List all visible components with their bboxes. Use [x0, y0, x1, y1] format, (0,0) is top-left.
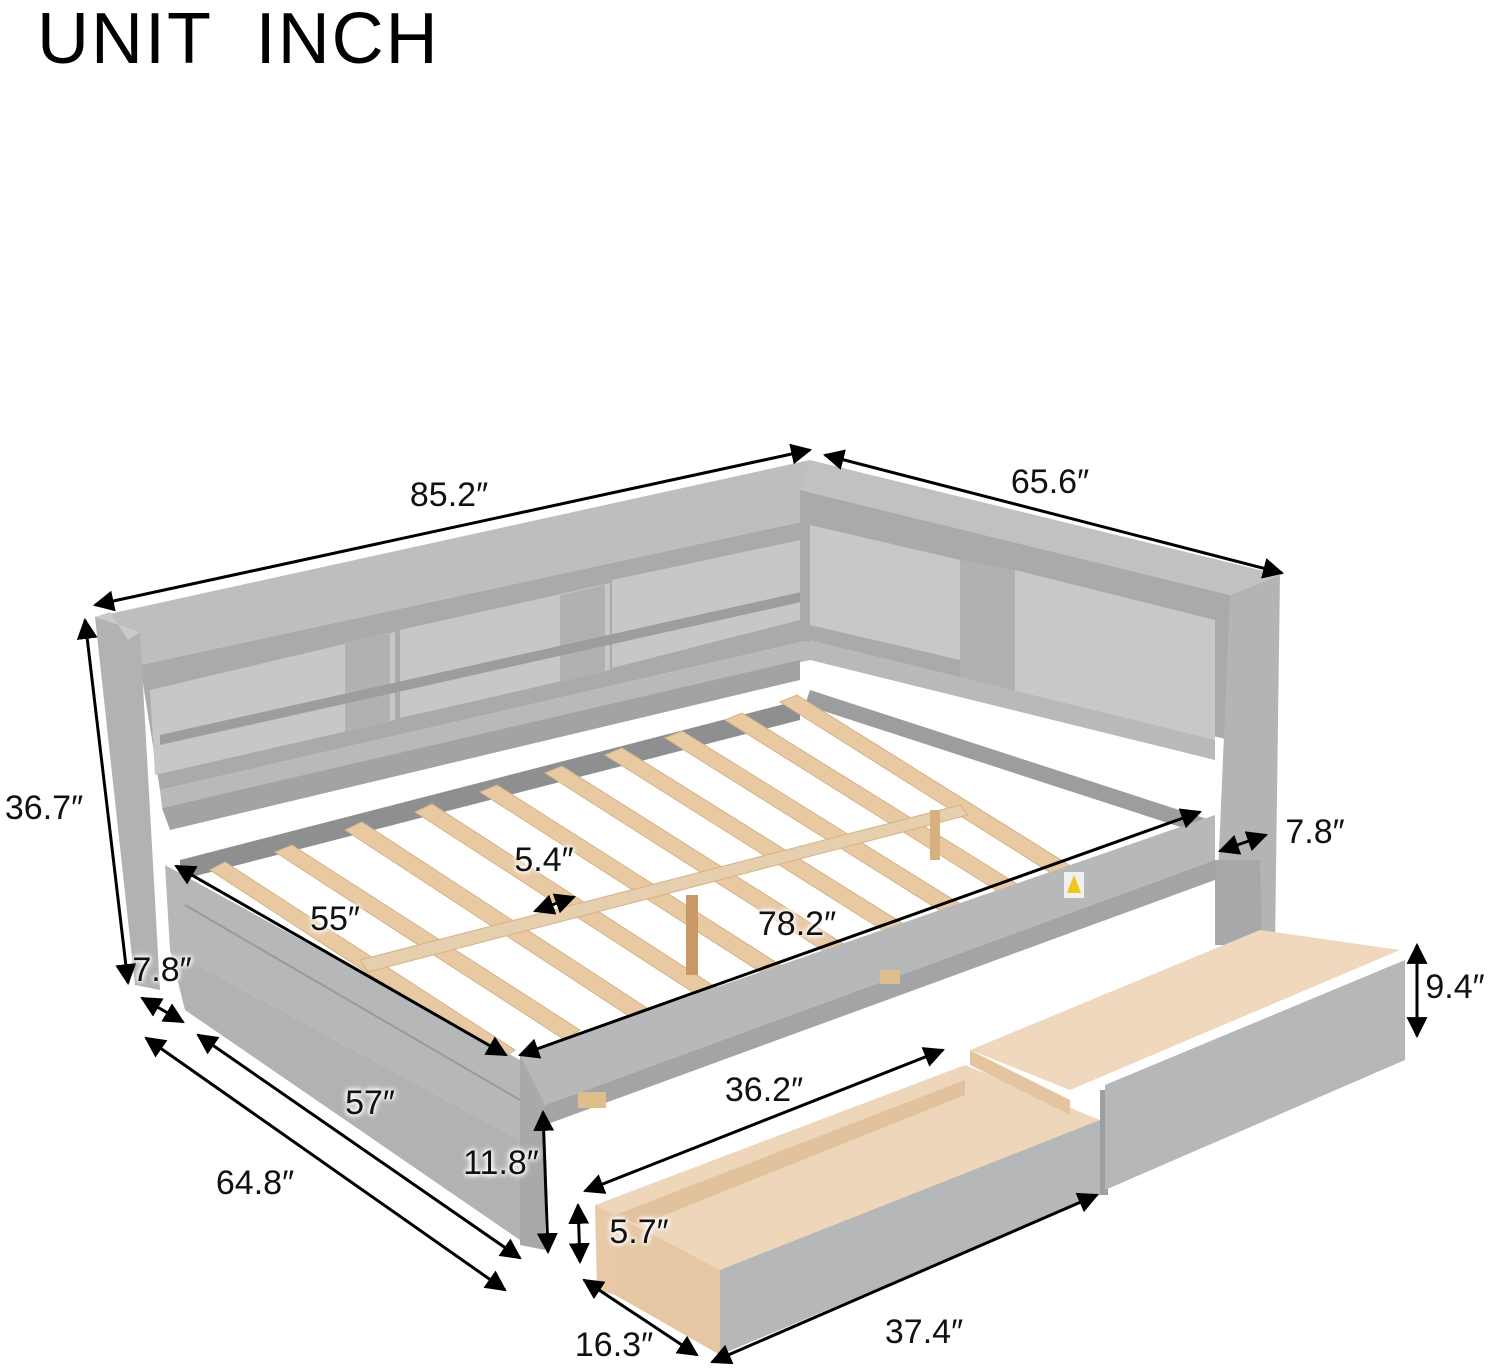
dim-overall-height: 36.7″: [4, 789, 84, 827]
dim-drawer-depth: 16.3″: [574, 1326, 654, 1364]
drawer-front: [595, 1065, 1108, 1355]
arrow-5-7: [568, 1202, 590, 1265]
dim-overall-length: 85.2″: [409, 476, 489, 514]
arrow-64-8: [144, 1036, 507, 1292]
dim-drawer-length: 37.4″: [884, 1313, 964, 1351]
dim-mattress-width: 55″: [310, 900, 360, 938]
arrow-36-7: [76, 617, 137, 986]
arrow-36-2: [583, 1047, 945, 1194]
dim-drawer-side-height: 5.7″: [609, 1213, 669, 1251]
dim-mattress-length: 78.2″: [757, 905, 837, 943]
arrow-7-8-left: [140, 996, 185, 1024]
dim-side-shelf-depth: 7.8″: [132, 951, 192, 989]
dim-drawer-inner-length: 36.2″: [724, 1071, 804, 1109]
arrow-7-8-right: [1218, 831, 1268, 855]
dim-overall-width-back: 65.6″: [1010, 463, 1090, 501]
unit-title: UNIT INCH: [37, 0, 440, 79]
arrow-85-2: [92, 443, 813, 612]
dim-slat-gap: 5.4″: [514, 841, 574, 879]
dim-footboard-inner-width: 57″: [345, 1084, 395, 1122]
arrow-37-4: [710, 1192, 1099, 1365]
dimension-arrows: [76, 443, 1428, 1365]
dim-drawer-front-height: 9.4″: [1425, 968, 1485, 1006]
dim-frame-height: 11.8″: [463, 1144, 539, 1182]
arrow-16-3: [582, 1278, 699, 1357]
arrow-11-8: [533, 1109, 558, 1255]
arrow-78-2: [518, 808, 1202, 1059]
arrow-65-6: [822, 449, 1285, 579]
dim-overall-width-front: 64.8″: [215, 1164, 295, 1202]
dim-end-shelf-depth: 7.8″: [1285, 813, 1345, 851]
arrow-55: [174, 864, 508, 1057]
